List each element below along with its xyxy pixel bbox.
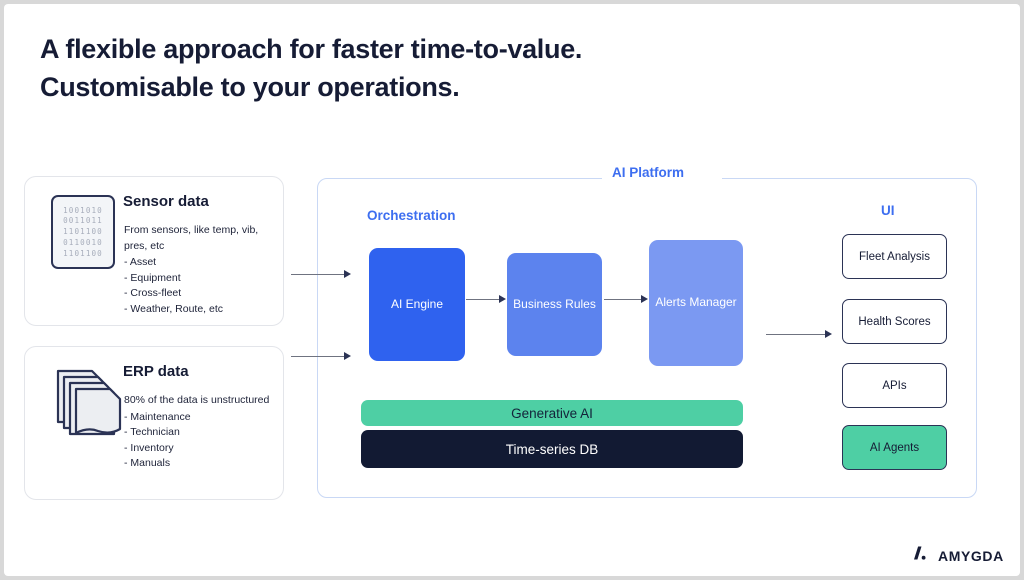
source-list-item: - Manuals [124,457,171,470]
ui-item-fleet-analysis[interactable]: Fleet Analysis [842,234,947,279]
ui-column-title: UI [881,203,895,218]
binary-row: 1101100 [63,227,103,237]
arrow-engine-to-rules-icon [466,295,506,304]
source-card-lead: From sensors, like temp, vib, pres, etc [124,224,259,252]
headline-line-1: A flexible approach for faster time-to-v… [40,34,583,64]
binary-row: 0011011 [63,216,103,226]
binary-row: 0110010 [63,237,103,247]
orchestration-title: Orchestration [367,208,456,223]
page-title: A flexible approach for faster time-to-v… [40,30,800,107]
panel-label-gap [602,171,722,187]
source-list-item: - Asset [124,256,157,269]
stack-bar-time-series-db[interactable]: Time-series DB [361,430,743,468]
headline-line-2: Customisable to your operations. [40,72,460,103]
source-card-body: From sensors, like temp, vib, pres, etc … [124,223,274,317]
source-list-item: - Technician [124,426,180,439]
stacked-documents-icon [53,365,125,441]
slide-canvas: A flexible approach for faster time-to-v… [4,4,1020,576]
process-box-alerts-manager[interactable]: Alerts Manager [649,240,743,366]
source-list-item: - Cross-fleet [124,287,182,300]
binary-row: 1001010 [63,205,103,215]
ai-platform-title: AI Platform [612,165,685,180]
arrow-erp-to-platform-icon [291,352,351,361]
source-list-item: - Weather, Route, etc [124,302,224,315]
process-box-ai-engine[interactable]: AI Engine [369,248,465,361]
source-list-item: - Equipment [124,271,181,284]
ui-item-health-scores[interactable]: Health Scores [842,299,947,344]
slash-dot-logo-icon [912,545,932,566]
binary-row: 1101100 [63,248,103,258]
source-list-item: - Maintenance [124,410,191,423]
arrow-platform-to-ui-icon [766,330,832,339]
source-card-sensor-data: 1001010 0011011 1101100 0110010 1101100 … [24,176,284,326]
arrow-rules-to-alerts-icon [604,295,648,304]
binary-chip-icon: 1001010 0011011 1101100 0110010 1101100 [51,195,115,269]
brand-logo: AMYGDA [912,545,1004,566]
brand-name: AMYGDA [938,547,1004,564]
stack-bar-generative-ai[interactable]: Generative AI [361,400,743,426]
process-box-business-rules[interactable]: Business Rules [507,253,602,356]
ui-item-ai-agents[interactable]: AI Agents [842,425,947,470]
source-card-body: 80% of the data is unstructured - Mainte… [124,393,274,472]
arrow-sensor-to-platform-icon [291,270,351,279]
source-card-lead: 80% of the data is unstructured [124,394,270,406]
source-card-title: Sensor data [123,193,209,210]
ui-item-apis[interactable]: APIs [842,363,947,408]
source-card-title: ERP data [123,363,189,380]
source-card-erp-data: ERP data 80% of the data is unstructured… [24,346,284,500]
source-list-item: - Inventory [124,441,174,454]
